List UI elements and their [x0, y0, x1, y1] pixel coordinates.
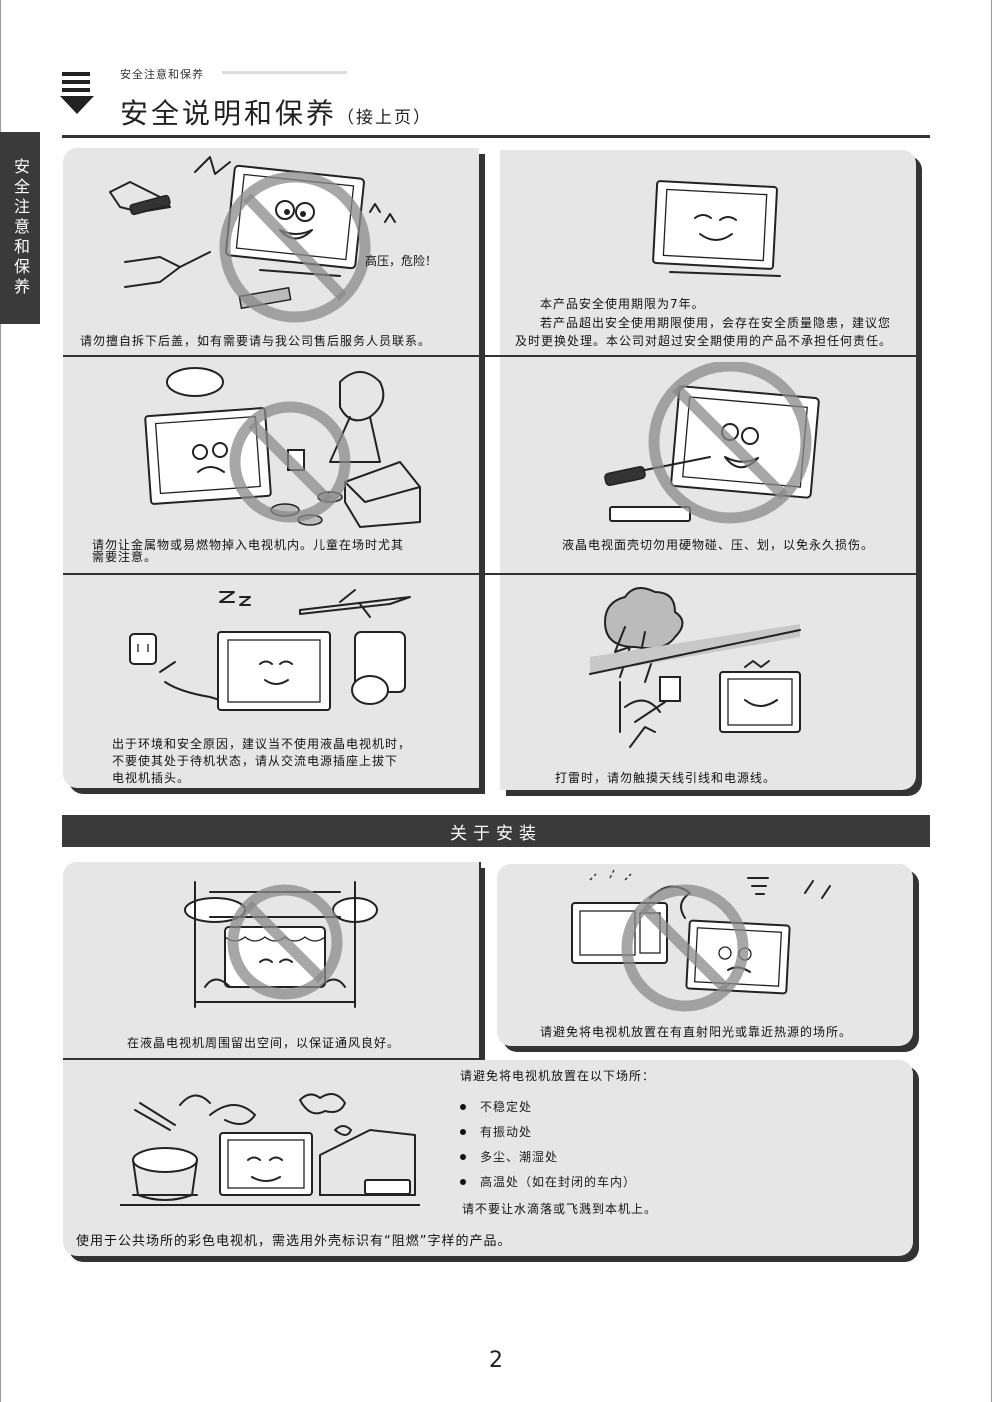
bullet-icon — [460, 1178, 466, 1185]
page-title: 安全说明和保养（接上页） — [120, 92, 432, 132]
grid-divider — [63, 573, 916, 575]
lightning-antenna-illustration — [589, 587, 801, 748]
locations-list-title: 请避免将电视机放置在以下场所： — [460, 1069, 656, 1083]
bullet-icon — [460, 1128, 466, 1135]
grid-divider — [63, 355, 916, 357]
lifespan-line-1: 本产品安全使用期限为7年。 — [540, 297, 705, 311]
water-note: 请不要让水滴落或飞溅到本机上。 — [462, 1202, 658, 1216]
page-number: 2 — [489, 1348, 503, 1373]
breadcrumb-underline — [222, 71, 347, 74]
list-item: 多尘、潮湿处 — [460, 1144, 636, 1169]
install-panel-locations — [63, 1060, 913, 1256]
standby-line-3: 电视机插头。 — [112, 771, 191, 785]
list-item-text: 不稳定处 — [480, 1100, 533, 1114]
high-voltage-label: 高压，危险！ — [365, 253, 437, 268]
caption-ventilation: 在液晶电视机周围留出空间，以保证通风良好。 — [127, 1036, 401, 1050]
screwdriver-screen-illustration — [604, 362, 820, 524]
caption-heat: 请避免将电视机放置在有直射阳光或靠近热源的场所。 — [540, 1025, 853, 1039]
lifespan-line-3: 及时更换处理。本公司对超过安全期使用的产品不承担任何责任。 — [515, 334, 893, 348]
install-section-title: 关于安装 — [62, 815, 930, 847]
standby-line-2: 不要使其处于待机状态，请从交流电源插座上拔下 — [112, 754, 399, 768]
list-item-text: 有振动处 — [480, 1125, 533, 1139]
list-item: 高温处（如在封闭的车内） — [460, 1169, 636, 1194]
locations-list: 不稳定处 有振动处 多尘、潮湿处 高温处（如在封闭的车内） — [460, 1094, 636, 1194]
caption-thunder: 打雷时，请勿触摸天线引线和电源线。 — [555, 771, 777, 785]
breadcrumb: 安全注意和保养 — [120, 68, 204, 81]
ventilation-cabinet-illustration — [184, 881, 378, 1008]
title-rule — [62, 135, 930, 138]
page-title-text: 安全说明和保养 — [120, 97, 338, 130]
list-item: 不稳定处 — [460, 1094, 636, 1119]
lifespan-line-2: 若产品超出安全使用期限使用，会存在安全质量隐患，建议您 — [540, 316, 892, 330]
side-tab: 安全注意和保养 — [0, 132, 40, 324]
heat-source-illustration — [571, 869, 831, 1012]
list-item-text: 高温处（如在封闭的车内） — [480, 1175, 637, 1189]
standby-line-1: 出于环境和安全原因，建议当不使用液晶电视机时， — [112, 737, 412, 751]
metal-warning-line-1: 请勿让金属物或易燃物掉入电视机内。儿童在场时尤其 — [92, 538, 405, 552]
list-item-text: 多尘、潮湿处 — [480, 1150, 559, 1164]
unsafe-locations-illustration — [120, 1093, 420, 1206]
public-place-note: 使用于公共场所的彩色电视机，需选用外壳标识有“阻燃”字样的产品。 — [76, 1234, 512, 1249]
child-metal-objects-illustration — [144, 367, 421, 528]
bullet-icon — [460, 1103, 466, 1110]
list-item: 有振动处 — [460, 1119, 636, 1144]
caption-hard-objects: 液晶电视面壳切勿用硬物碰、压、划，以免永久损伤。 — [562, 538, 875, 552]
metal-warning-line-2: 需要注意。 — [92, 550, 158, 564]
tv-disassembly-illustration: 高压，危险！ — [109, 156, 437, 323]
caption-back-cover: 请勿擅自拆下后盖，如有需要请与我公司售后服务人员联系。 — [80, 334, 432, 348]
page-title-suffix: （接上页） — [337, 108, 433, 128]
install-vertical-divider — [479, 862, 481, 1060]
tv-smiling-illustration — [652, 180, 781, 277]
menu-arrow-icon — [60, 72, 94, 114]
bullet-icon — [460, 1153, 466, 1160]
install-divider — [63, 1058, 479, 1060]
unplug-standby-illustration — [129, 589, 411, 711]
